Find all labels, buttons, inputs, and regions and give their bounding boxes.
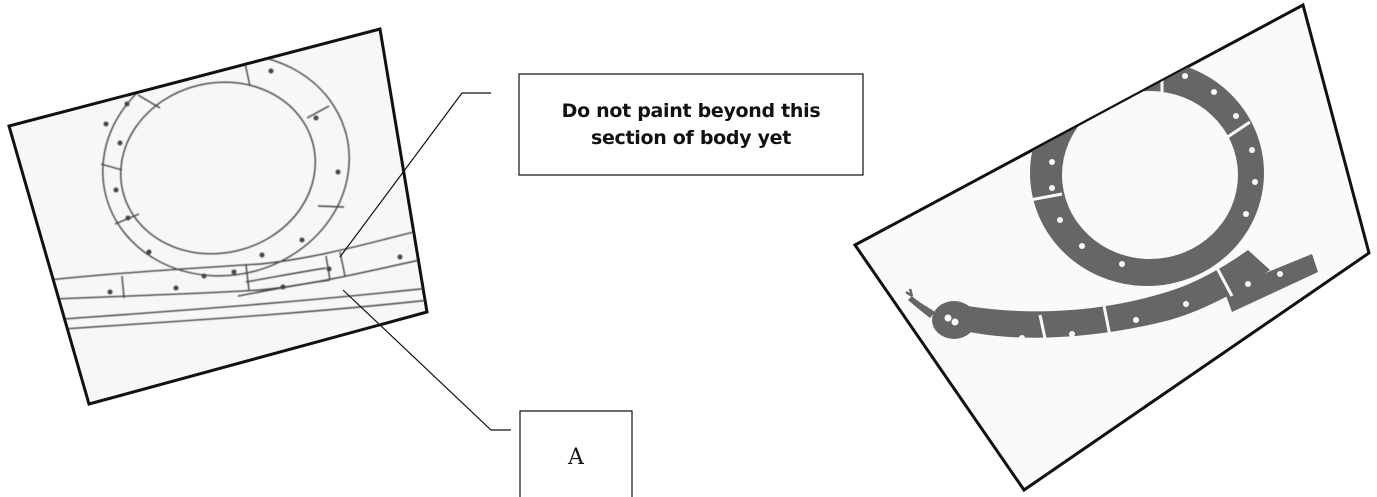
painted-body [960, 250, 1318, 344]
callout-text: Do not paint beyond this section of body… [519, 74, 863, 175]
callout [339, 73, 864, 258]
label-a-leader [342, 289, 511, 431]
painted-photo [852, 2, 1371, 493]
outline-photo-frame [7, 27, 429, 406]
coil-dots [103, 68, 403, 295]
callout-label: Do not paint beyond this section of body… [561, 99, 821, 149]
callout-leader [339, 92, 491, 258]
label-a: A [568, 444, 584, 470]
label-a-callout [342, 289, 633, 497]
body-outline [29, 227, 426, 331]
label-a-box [519, 410, 633, 497]
callout-box [518, 73, 864, 176]
painted-head [905, 288, 976, 339]
outline-photo [7, 27, 429, 406]
